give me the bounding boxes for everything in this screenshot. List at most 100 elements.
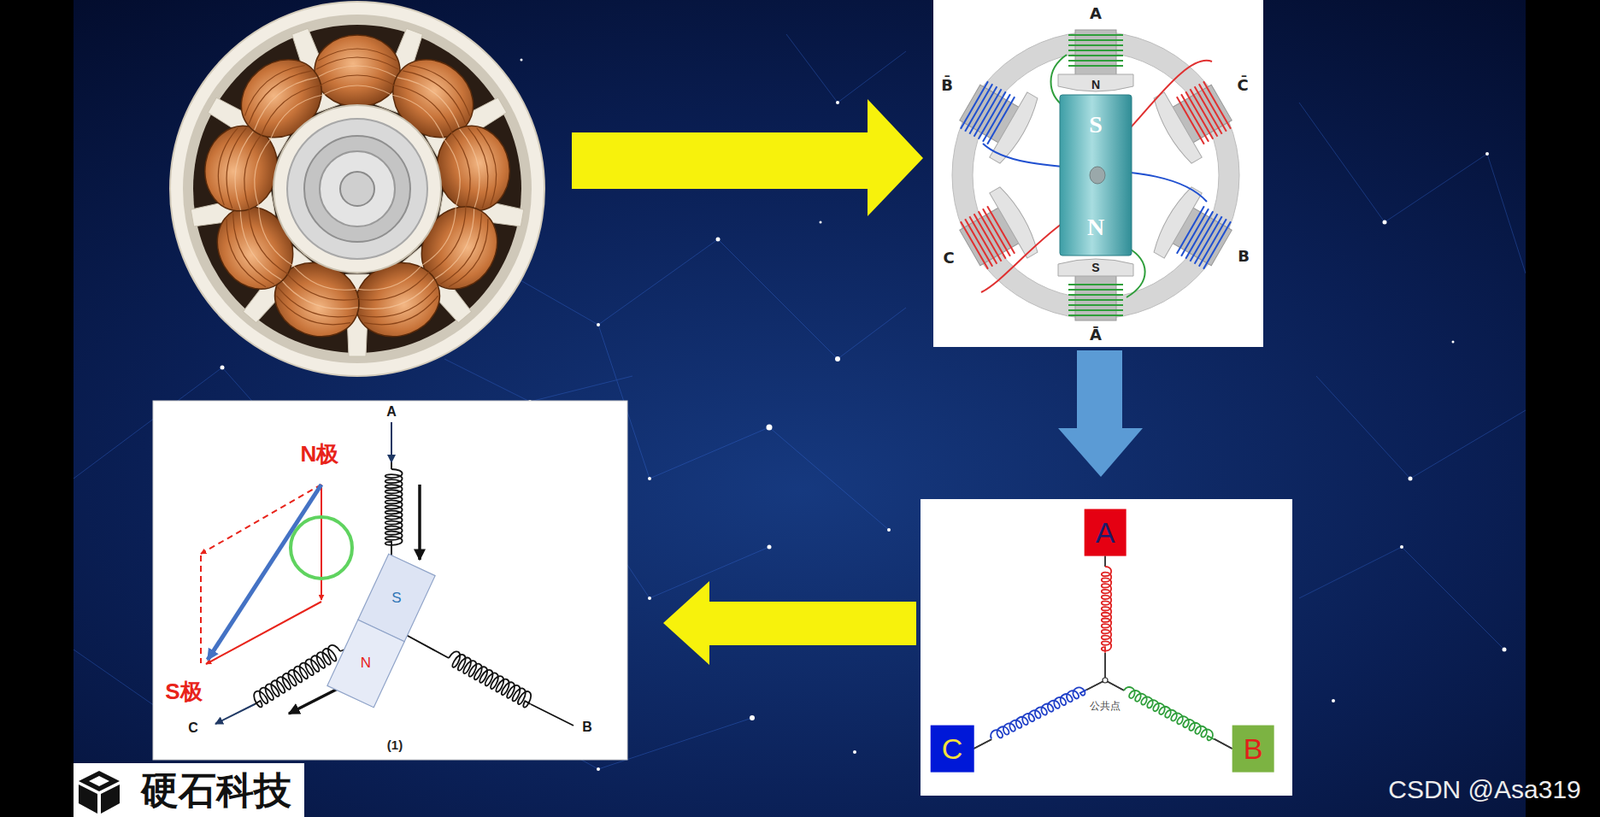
vector-diagram-panel <box>152 400 628 760</box>
flow-arrows <box>663 581 917 665</box>
winding-wire <box>973 680 1232 749</box>
stator-photo <box>375 27 426 113</box>
stator-photo <box>340 171 375 206</box>
background <box>478 239 906 359</box>
motor-cross-section <box>951 29 1241 321</box>
terminal-label: C <box>188 720 199 736</box>
background <box>598 324 889 530</box>
background <box>716 237 721 242</box>
logo-badge <box>100 784 120 814</box>
pole-label: A <box>1089 5 1102 24</box>
background <box>835 356 841 362</box>
flow-arrows <box>571 99 1143 665</box>
vector-label: S极 <box>164 679 202 706</box>
background <box>1485 152 1489 156</box>
motor-cross-section <box>1149 70 1241 166</box>
star-coils <box>1123 690 1214 740</box>
stator-photo <box>287 118 428 259</box>
vector-diagram-panel <box>390 547 393 566</box>
magnet-pole: N <box>360 654 371 672</box>
stator-photo <box>170 1 545 377</box>
star-coils <box>988 684 1089 743</box>
background <box>528 400 532 404</box>
motor-cross-section <box>972 52 1219 299</box>
stator-photo <box>314 35 400 107</box>
vector-diagram-panel <box>385 469 403 548</box>
vector-diagram-panel <box>358 553 436 642</box>
vector-diagram-panel <box>200 555 202 664</box>
motor-cross-section <box>962 41 1230 309</box>
background <box>1299 547 1505 650</box>
pole-label: B <box>1237 247 1250 266</box>
motor-cross-section <box>933 0 1264 348</box>
star-coils <box>988 566 1218 743</box>
watermark: CSDN @Asa319 <box>1388 775 1582 806</box>
terminal-label: A <box>386 404 397 420</box>
background <box>194 58 1507 772</box>
terminal-letter: C <box>941 731 964 767</box>
stator-photo <box>190 192 276 230</box>
background <box>73 34 1526 770</box>
vector-diagram-panel <box>205 601 322 665</box>
vector-diagram-panel <box>398 630 449 659</box>
background <box>1408 476 1413 482</box>
winding-wire <box>1105 555 1233 749</box>
background <box>1331 699 1336 703</box>
phase-terminal-box: B <box>1232 725 1275 773</box>
vector-diagram-panel <box>249 642 344 710</box>
vector-diagram-panel <box>320 484 323 600</box>
vector-diagram-panel <box>390 422 393 463</box>
background <box>647 596 652 600</box>
background <box>0 0 74 817</box>
motor-cross-section <box>981 223 1062 293</box>
background <box>544 441 550 448</box>
motor-cross-section <box>1129 60 1212 129</box>
background <box>749 715 755 721</box>
stator-photo <box>345 274 370 357</box>
phase-terminal-box: C <box>930 725 975 773</box>
magnet-pole: S <box>391 589 401 607</box>
stator-photo <box>170 1 545 377</box>
background <box>1382 220 1388 225</box>
stator-photo <box>376 43 489 154</box>
motor-cross-section <box>1126 247 1146 298</box>
motor-cross-section <box>1149 184 1241 281</box>
background <box>1452 341 1455 344</box>
terminal-label: B <box>582 719 593 736</box>
stator-photo <box>205 94 289 157</box>
stator-photo <box>182 14 532 364</box>
pole-polarity: S <box>1091 260 1100 275</box>
background <box>647 476 652 481</box>
pole-label: C̄ <box>1236 76 1248 95</box>
phase-terminal-box: A <box>1084 509 1127 557</box>
background <box>596 767 600 771</box>
motor-cross-section <box>982 143 1207 202</box>
star-connection-panel <box>920 499 1293 796</box>
stator-photo <box>264 251 370 348</box>
motor-cross-section <box>951 70 1042 166</box>
stator-photo <box>193 24 522 353</box>
flow-arrows <box>1058 350 1143 477</box>
background <box>1299 102 1526 274</box>
junction-label: 公共点 <box>1089 700 1121 713</box>
magnet-pole: S <box>1088 111 1103 139</box>
stator-photo <box>273 105 442 273</box>
background <box>852 750 857 754</box>
stator-photo <box>430 120 517 218</box>
logo-badge <box>78 770 120 792</box>
stator-photo <box>225 43 338 154</box>
vector-label: N极 <box>300 441 340 468</box>
stator-photo <box>406 193 512 304</box>
vector-diagram-panel <box>290 517 353 579</box>
background <box>73 649 753 770</box>
motor-cross-section <box>1059 94 1132 256</box>
logo-badge <box>78 784 98 814</box>
winding-wire <box>973 555 1106 749</box>
stator-photo <box>198 120 284 218</box>
motor-cross-section <box>1089 166 1106 184</box>
stator-photo <box>304 135 411 242</box>
motor-cross-section <box>951 184 1042 281</box>
